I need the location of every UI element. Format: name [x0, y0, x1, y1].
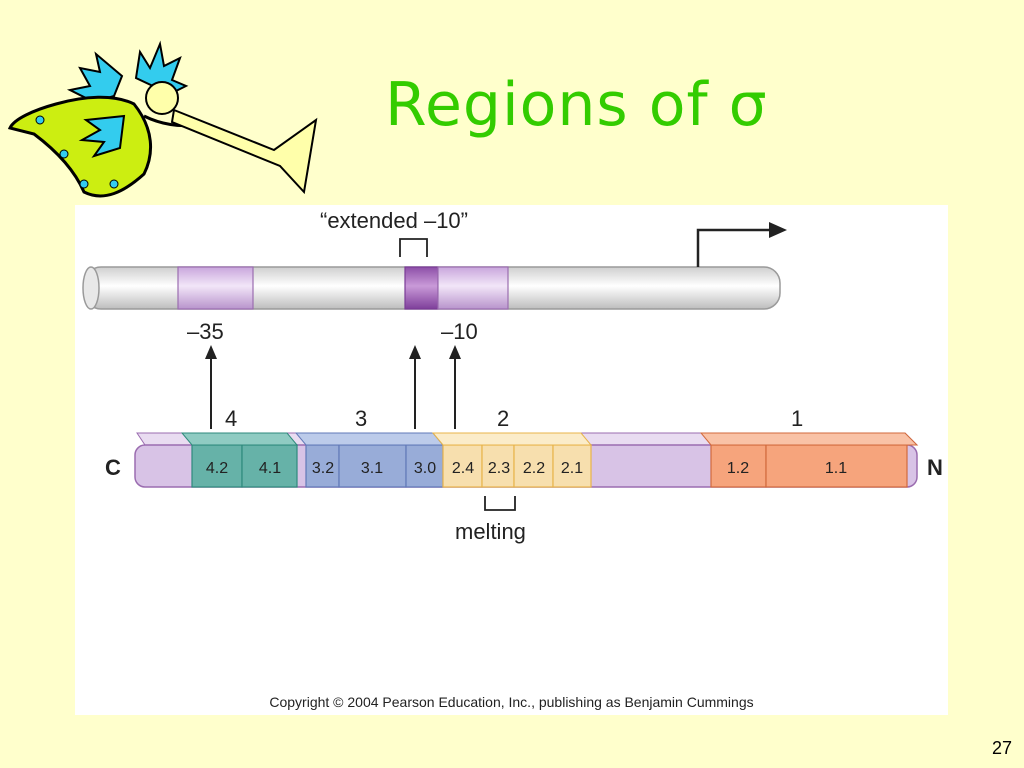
subregion-2-3: 2.3 [488, 460, 510, 477]
copyright-notice: Copyright © 2004 Pearson Education, Inc.… [269, 694, 754, 710]
subregion-2-2: 2.2 [523, 460, 545, 477]
contact-arrows [205, 345, 461, 429]
angel-wing-back [66, 51, 124, 104]
subregion-2-4: 2.4 [452, 460, 474, 477]
trumpet-icon [170, 108, 318, 195]
angel-head [145, 81, 179, 115]
angel-wing-front [78, 114, 126, 158]
extended-bracket [399, 238, 428, 257]
region-number-2: 2 [497, 406, 509, 431]
subregion-1-1: 1.1 [825, 460, 847, 477]
minus35-element [177, 266, 254, 310]
extended-minus10-label: “extended –10” [320, 208, 468, 233]
transcription-start-arrow [696, 228, 775, 267]
slide-title: Regions of σ [385, 70, 768, 140]
subregion-4-1: 4.1 [259, 460, 281, 477]
n-terminus-label: N [927, 455, 943, 480]
subregion-4-2: 4.2 [206, 460, 228, 477]
extended-minus10-element [404, 266, 439, 310]
minus35-label: –35 [187, 319, 224, 344]
subregion-3-0: 3.0 [414, 460, 436, 477]
subregion-2-1: 2.1 [561, 460, 583, 477]
page-number: 27 [991, 738, 1012, 758]
c-terminus-label: C [105, 455, 121, 480]
region-number-3: 3 [355, 406, 367, 431]
melting-label: melting [455, 519, 526, 544]
subregion-3-1: 3.1 [361, 460, 383, 477]
angel-gown [7, 95, 153, 198]
dna-promoter [82, 222, 787, 310]
subregion-3-2: 3.2 [312, 460, 334, 477]
minus10-element [437, 266, 509, 310]
dna-tube-end [82, 266, 100, 310]
sigma-factor-diagram: “extended –10” –35 –10 4 3 2 1 [75, 205, 948, 715]
sigma-protein: 4.2 4.1 3.2 3.1 3.0 2.4 2.3 2.2 2.1 1.2 … [134, 432, 919, 488]
region-number-1: 1 [791, 406, 803, 431]
trumpet-angel-clipart [7, 40, 318, 198]
subregion-1-2: 1.2 [727, 460, 749, 477]
minus10-label: –10 [441, 319, 478, 344]
region-number-4: 4 [225, 406, 237, 431]
melting-bracket [484, 496, 516, 511]
angel-hair [134, 40, 189, 96]
